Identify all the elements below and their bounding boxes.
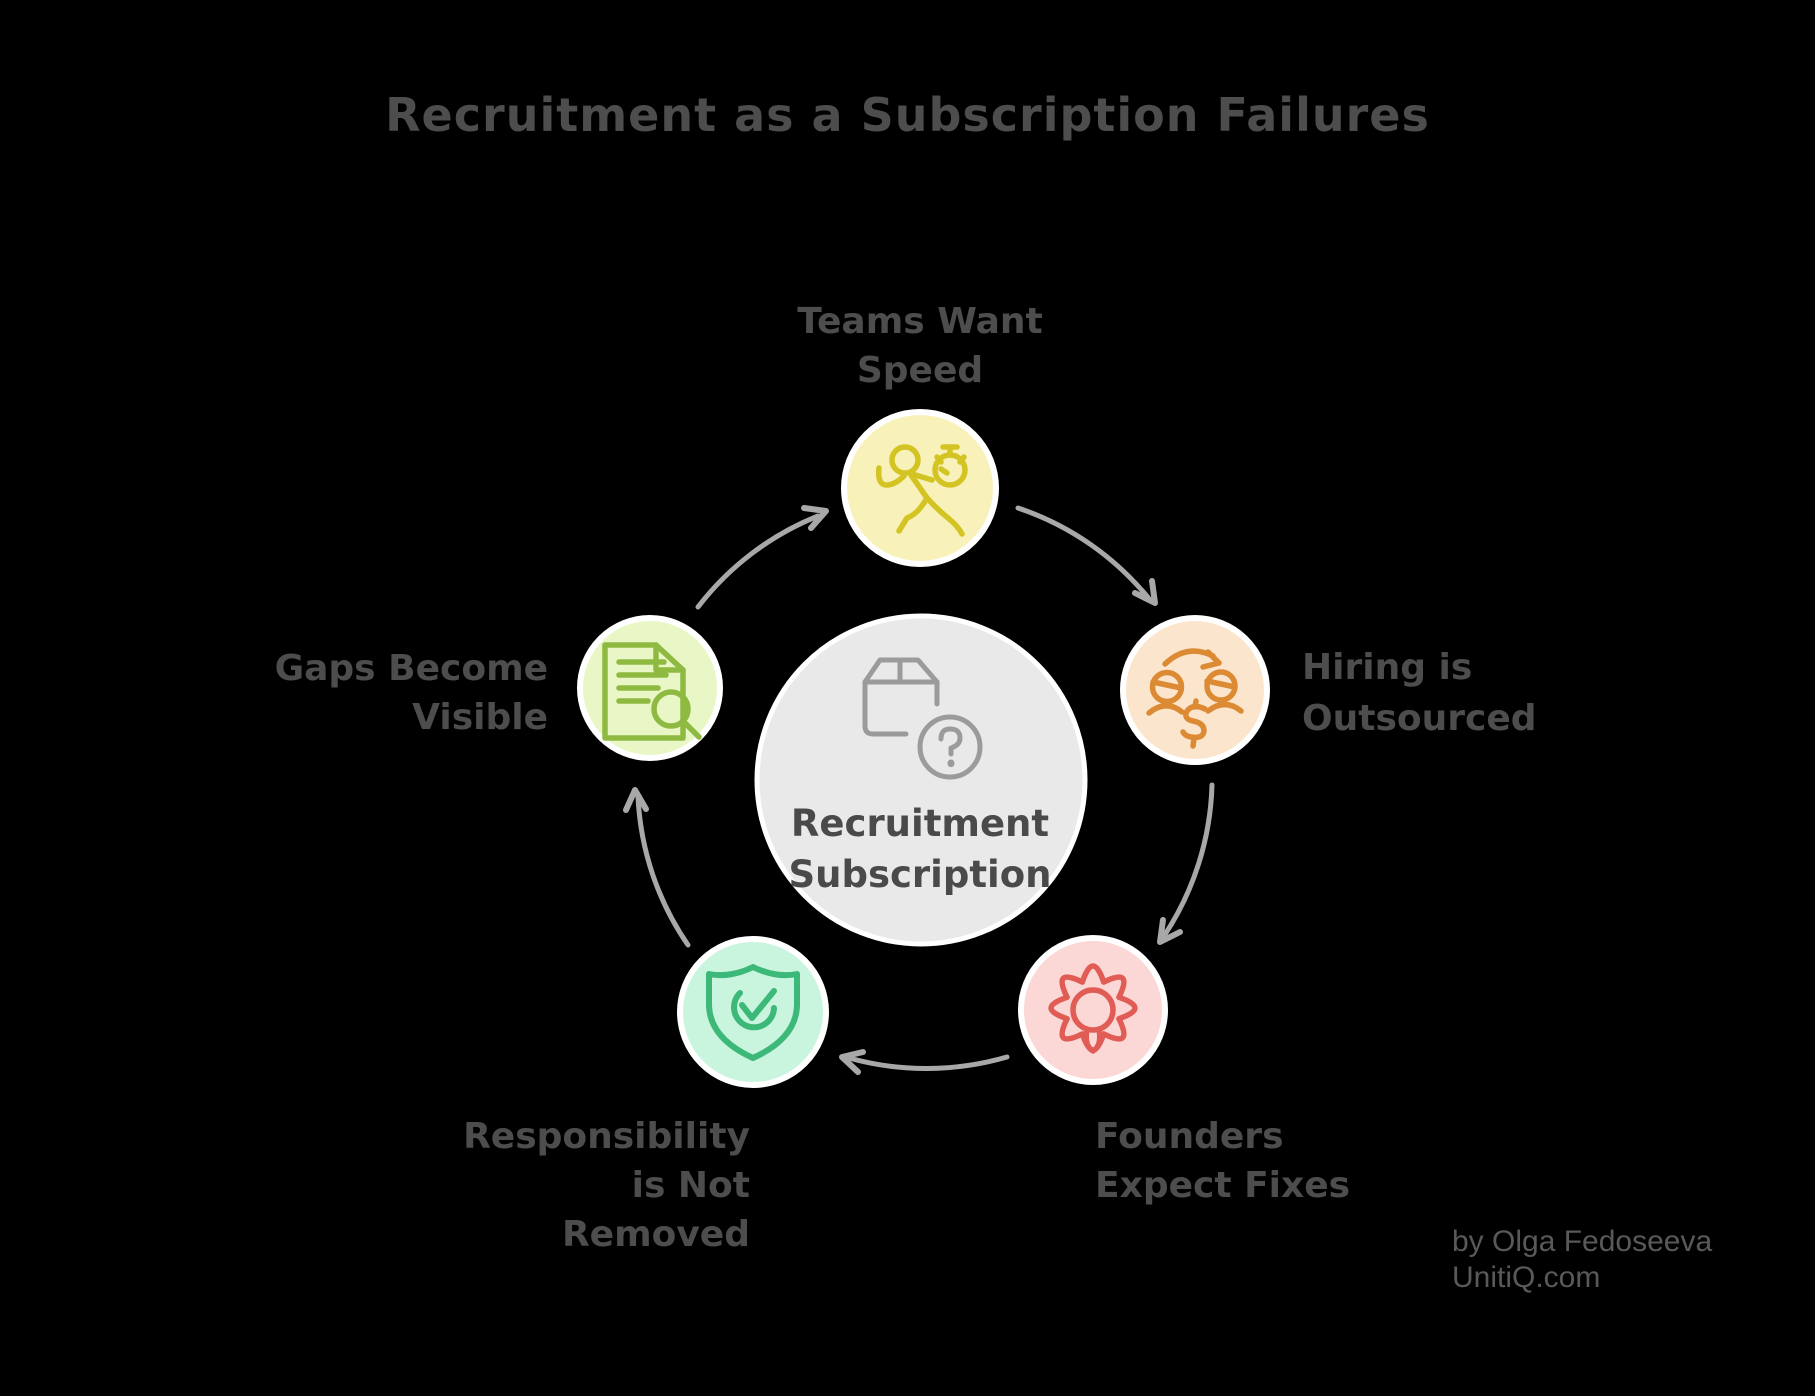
arrow-gaps-to-teams bbox=[695, 505, 829, 610]
arrow-hiring-to-founders bbox=[1157, 782, 1215, 945]
package-question-icon bbox=[862, 657, 983, 780]
document-search-icon bbox=[602, 642, 702, 741]
label-responsibility-not-removed: Responsibility is Not Removed bbox=[463, 1116, 750, 1255]
node-circle-founders-expect-fixes bbox=[1018, 935, 1168, 1085]
attribution-site: UnitiQ.com bbox=[1452, 1261, 1601, 1294]
runner-stopwatch-icon bbox=[875, 444, 968, 537]
cycle-arrows bbox=[623, 505, 1215, 1075]
center-circle bbox=[754, 613, 1088, 947]
attribution: by Olga Fedoseeva UnitiQ.com bbox=[1452, 1224, 1712, 1296]
gear-lightbulb-icon bbox=[1048, 963, 1138, 1054]
people-handoff-dollar-icon bbox=[1146, 648, 1244, 749]
center-hub-label: Recruitment Subscription bbox=[788, 802, 1052, 896]
node-circle-hiring-is-outsourced bbox=[1120, 615, 1270, 765]
attribution-author: by Olga Fedoseeva bbox=[1452, 1225, 1713, 1258]
arrow-responsibility-to-gaps bbox=[623, 787, 691, 948]
shield-check-icon bbox=[706, 964, 800, 1061]
diagram-title: Recruitment as a Subscription Failures bbox=[385, 88, 1430, 142]
label-gaps-become-visible: Gaps Become Visible bbox=[274, 648, 548, 738]
label-founders-expect-fixes: Founders Expect Fixes bbox=[1095, 1116, 1351, 1206]
arrow-founders-to-responsibility bbox=[839, 1049, 1010, 1075]
node-circle-responsibility-not-removed bbox=[677, 936, 829, 1088]
arrow-teams-to-hiring bbox=[1015, 505, 1158, 606]
label-teams-want-speed: Teams Want Speed bbox=[797, 301, 1043, 391]
label-hiring-is-outsourced: Hiring is Outsourced bbox=[1302, 647, 1537, 739]
